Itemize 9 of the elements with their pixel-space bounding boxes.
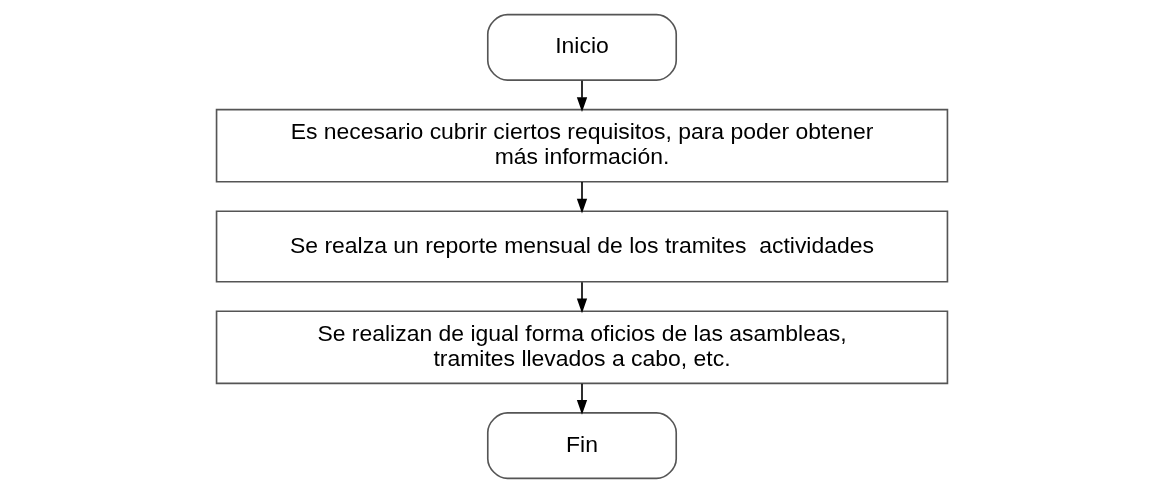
node-box: Se realizan de igual forma oficios de las asambleas, tramites llevados a cabo, etc. (215, 310, 948, 385)
arrow (576, 382, 587, 415)
arrow (576, 281, 587, 314)
arrow (576, 79, 587, 113)
node-box: Inicio (486, 13, 677, 81)
node-box: Fin (486, 412, 677, 480)
node-box: Se realza un reporte mensual de los tramites actividades (215, 210, 948, 283)
node-box: Es necesario cubrir ciertos requisitos, para poder obtener más información. (215, 108, 948, 183)
arrow (576, 181, 587, 214)
